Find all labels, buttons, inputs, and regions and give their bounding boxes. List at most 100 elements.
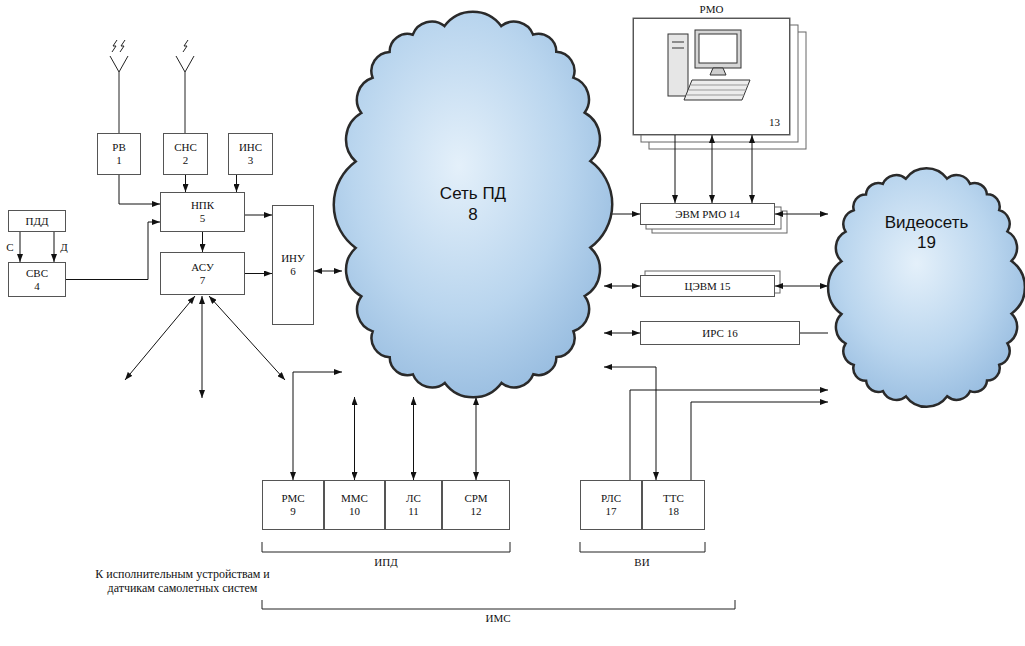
subsystem-box: РЛС 17: [580, 480, 642, 530]
node-label: ПДД: [26, 215, 49, 228]
actuator-arrow: [125, 296, 195, 380]
group-label: ИМС: [468, 612, 528, 625]
text-group: РЛС 17: [601, 492, 621, 517]
connector: [691, 402, 828, 480]
subsystem-box: ТТС 18: [642, 480, 705, 530]
actuator-arrows: [125, 296, 285, 398]
node-label: РМС 9: [281, 492, 304, 517]
text-group: ТТС 18: [663, 492, 684, 517]
connector: [476, 397, 477, 480]
computer-picture: [668, 30, 750, 100]
node-label: ТТС 18: [663, 492, 684, 517]
antenna: [110, 40, 194, 133]
control-box: АСУ 7: [160, 252, 245, 295]
connector: [604, 286, 640, 287]
node-label: СНС 2: [174, 141, 197, 166]
monitor: [695, 30, 741, 68]
connector: [54, 232, 55, 262]
connector: [752, 135, 753, 203]
text-group: РМС 9: [281, 492, 304, 517]
system-box: ИНС 3: [228, 133, 273, 175]
node-label: СРМ 12: [464, 492, 487, 517]
connector: [245, 215, 272, 216]
keyboard-keys: [687, 85, 748, 95]
group-label: ИПД: [356, 556, 416, 569]
computer-tower: [668, 34, 688, 96]
connector: [236, 175, 237, 192]
complex-box: НПК 5: [160, 192, 245, 232]
antenna-symbol: [176, 56, 194, 133]
text-group: ЦЭВМ 15: [684, 280, 730, 293]
panel-front: [633, 18, 790, 135]
node-label: РЛС 17: [601, 492, 621, 517]
node-label: ИНС 3: [239, 141, 262, 166]
node-label: СВС 4: [26, 267, 48, 292]
node-label: ЭВМ РМО 14: [675, 208, 740, 221]
text-group: НПК 5: [191, 199, 214, 224]
node-label: ЛС 11: [406, 492, 421, 517]
text-group: АСУ 7: [191, 261, 213, 286]
text-group: СНС 2: [174, 141, 197, 166]
computer-box: ЦЭВМ 15: [640, 275, 775, 297]
edge-label: С: [5, 241, 14, 254]
group-bracket: [262, 600, 735, 609]
connector: [314, 271, 342, 272]
text-group: СВС 4: [26, 267, 48, 292]
subsystem-box: РМС 9: [262, 480, 324, 530]
drive-slot: [672, 42, 684, 43]
interface-box: ИНУ 6: [272, 205, 314, 325]
antenna-symbol: [110, 56, 128, 133]
node-label: Сеть ПД 8: [433, 184, 513, 225]
text-group: Сеть ПД 8: [433, 184, 513, 225]
text-group: ИНС 3: [239, 141, 262, 166]
panel-heading: РМО: [634, 3, 789, 16]
node-label: ИРС 16: [702, 327, 737, 340]
group-label: ВИ: [612, 556, 672, 569]
monitor-screen: [699, 34, 737, 63]
node-label: НПК 5: [191, 199, 214, 224]
subsystem-box: ЛС 11: [385, 480, 442, 530]
node-label: ЦЭВМ 15: [684, 280, 730, 293]
network-cloud: Сеть ПД 8: [342, 12, 604, 397]
note-text: К исполнительным устройствам и датчикам …: [95, 568, 270, 596]
cloud-outline: [828, 165, 1025, 410]
connector: [293, 372, 342, 480]
text-group: РВ 1: [112, 141, 125, 166]
node-label: ИНУ 6: [281, 252, 305, 277]
connector: [712, 135, 713, 203]
system-box: РВ 1: [97, 133, 141, 175]
system-box: ИРС 16: [640, 321, 800, 345]
group-bracket: [580, 542, 705, 552]
connector: [800, 333, 828, 334]
workstation-stack: [633, 18, 806, 149]
sensor-box: ПДД: [8, 210, 66, 232]
connector: [604, 333, 640, 334]
text-group: ПДД: [26, 215, 49, 228]
connector: [775, 214, 828, 215]
text-group: ЛС 11: [406, 492, 421, 517]
callout-number: 13: [769, 116, 780, 129]
connector: [245, 273, 272, 274]
network-cloud: Видеосеть 19: [828, 165, 1025, 410]
edge-label: Д: [59, 241, 69, 254]
connector: [354, 397, 355, 480]
computer-box: ЭВМ РМО 14: [640, 203, 775, 225]
connector: [185, 175, 186, 192]
connector: [66, 222, 160, 280]
connector: [119, 175, 160, 204]
text-group: ЭВМ РМО 14: [675, 208, 740, 221]
system-box: СВС 4: [8, 262, 66, 297]
actuator-arrow: [202, 296, 203, 398]
connector: [413, 397, 414, 480]
drive-slot: [672, 48, 684, 49]
connector: [20, 232, 21, 262]
subsystem-box: СРМ 12: [442, 480, 510, 530]
text-group: Видеосеть 19: [877, 213, 977, 254]
text-group: ИНУ 6: [281, 252, 305, 277]
connector: [675, 135, 676, 203]
brackets: [262, 542, 735, 609]
cloud-shape: [828, 168, 1025, 407]
text-group: ИРС 16: [702, 327, 737, 340]
connector: [630, 390, 828, 480]
signal-symbol: [183, 40, 188, 52]
